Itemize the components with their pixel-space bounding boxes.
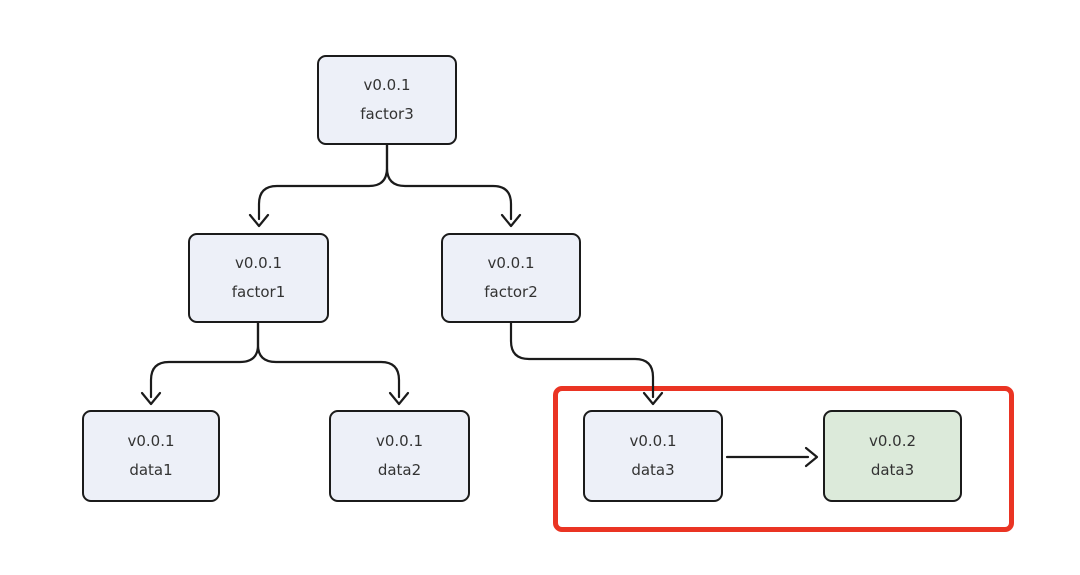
arrowhead-factor3-factor1 [248,213,270,228]
node-data2-version: v0.0.1 [375,432,424,450]
edge-factor2-data3 [509,321,655,399]
node-data1-version: v0.0.1 [127,432,175,450]
node-data3-old-version: v0.0.1 [629,432,677,450]
edge-factor3-factor2 [385,143,513,221]
node-data3-new-label: data3 [870,461,915,479]
arrowhead-data3-data3new [804,446,819,468]
edge-factor1-data2 [256,321,401,399]
node-data1-label: data1 [129,461,173,479]
node-factor2-label: factor2 [484,283,538,301]
arrowhead-factor3-factor2 [500,213,522,228]
arrowhead-factor2-data3 [642,391,664,406]
node-factor2-version: v0.0.1 [487,254,535,272]
node-factor3-version: v0.0.1 [363,76,411,94]
highlight-rectangle [553,386,1014,532]
node-factor1-label: factor1 [231,283,286,301]
node-data2: v0.0.1 data2 [329,410,470,502]
node-data3-new: v0.0.2 data3 [823,410,962,502]
node-data2-label: data2 [377,461,422,479]
node-factor3-label: factor3 [360,105,414,123]
node-data3-old-label: data3 [631,461,675,479]
node-data3-old: v0.0.1 data3 [583,410,723,502]
node-factor1-version: v0.0.1 [234,254,283,272]
edge-factor3-factor1 [257,143,389,221]
node-data1: v0.0.1 data1 [82,410,220,502]
node-factor2: v0.0.1 factor2 [441,233,581,323]
arrowhead-factor1-data2 [388,391,410,406]
node-factor1: v0.0.1 factor1 [188,233,329,323]
node-factor3: v0.0.1 factor3 [317,55,457,145]
node-data3-new-version: v0.0.2 [868,432,917,450]
edge-factor1-data1 [149,321,260,399]
arrowhead-factor1-data1 [140,391,162,406]
